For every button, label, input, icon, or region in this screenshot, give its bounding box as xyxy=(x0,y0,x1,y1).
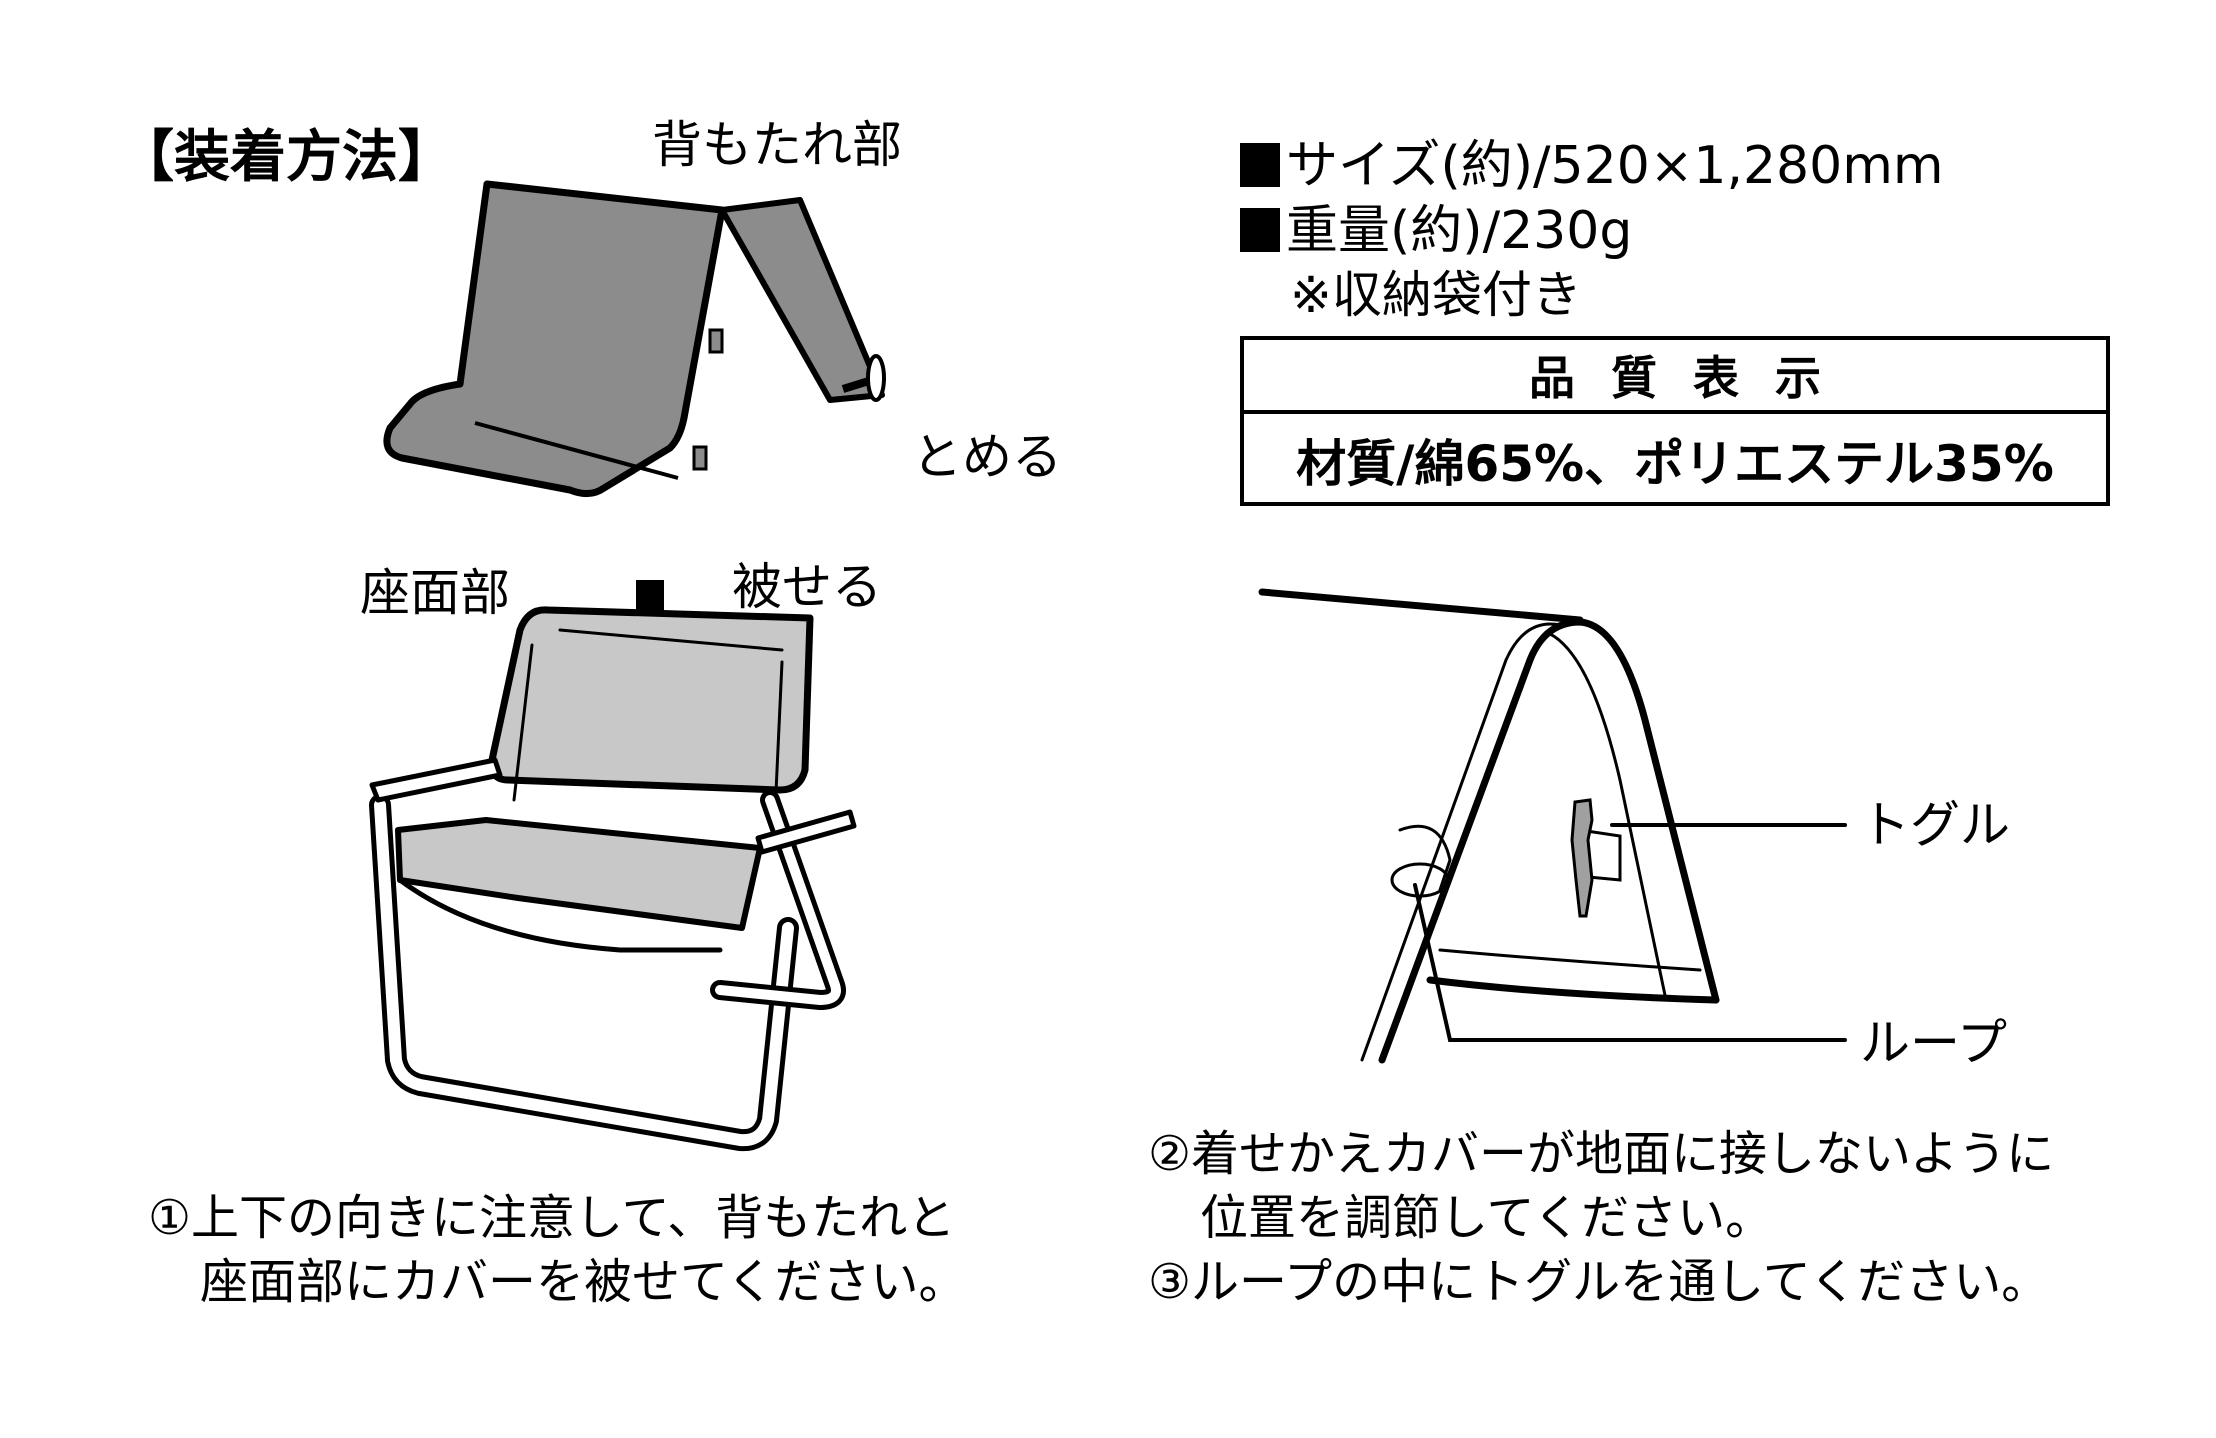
toggle-loop-detail xyxy=(1258,588,1847,1064)
label-seat: 座面部 xyxy=(360,564,510,622)
instruction-step3: ③ループの中にトグルを通してください。 xyxy=(1148,1254,2050,1310)
spec-weight: 重量(約)/230g xyxy=(1240,205,1632,257)
toggle-icon xyxy=(1570,798,1594,918)
quality-label-title: 品質表示 xyxy=(1244,340,2106,414)
toggle-icon xyxy=(866,354,886,402)
square-bullet-icon xyxy=(1240,208,1280,252)
quality-label-table: 品質表示 材質/綿65%、ポリエステル35% xyxy=(1240,336,2110,506)
instruction-step2-line1: ②着せかえカバーが地面に接しないように xyxy=(1148,1126,2055,1182)
spec-note: ※収納袋付き xyxy=(1290,266,1582,324)
label-backrest: 背もたれ部 xyxy=(652,116,902,174)
square-bullet-icon xyxy=(1240,143,1280,187)
page-title: 【装着方法】 xyxy=(118,125,454,190)
instruction-step1-line1: ①上下の向きに注意して、背もたれと xyxy=(148,1190,956,1246)
instruction-step1-line2: 座面部にカバーを被せてください。 xyxy=(200,1254,967,1310)
instruction-step2-line2: 位置を調節してください。 xyxy=(1200,1190,1774,1246)
label-toggle: トグル xyxy=(1860,796,2010,854)
label-cover: 被せる xyxy=(732,558,882,616)
quality-label-material: 材質/綿65%、ポリエステル35% xyxy=(1296,435,2054,493)
loop-leader-line xyxy=(1413,883,1847,1042)
label-fasten: とめる xyxy=(912,428,1062,486)
label-loop: ループ xyxy=(1860,1014,2007,1072)
cover-illustration xyxy=(383,180,886,497)
chair-illustration xyxy=(369,606,857,1152)
spec-size: サイズ(約)/520×1,280mm xyxy=(1240,140,1944,192)
